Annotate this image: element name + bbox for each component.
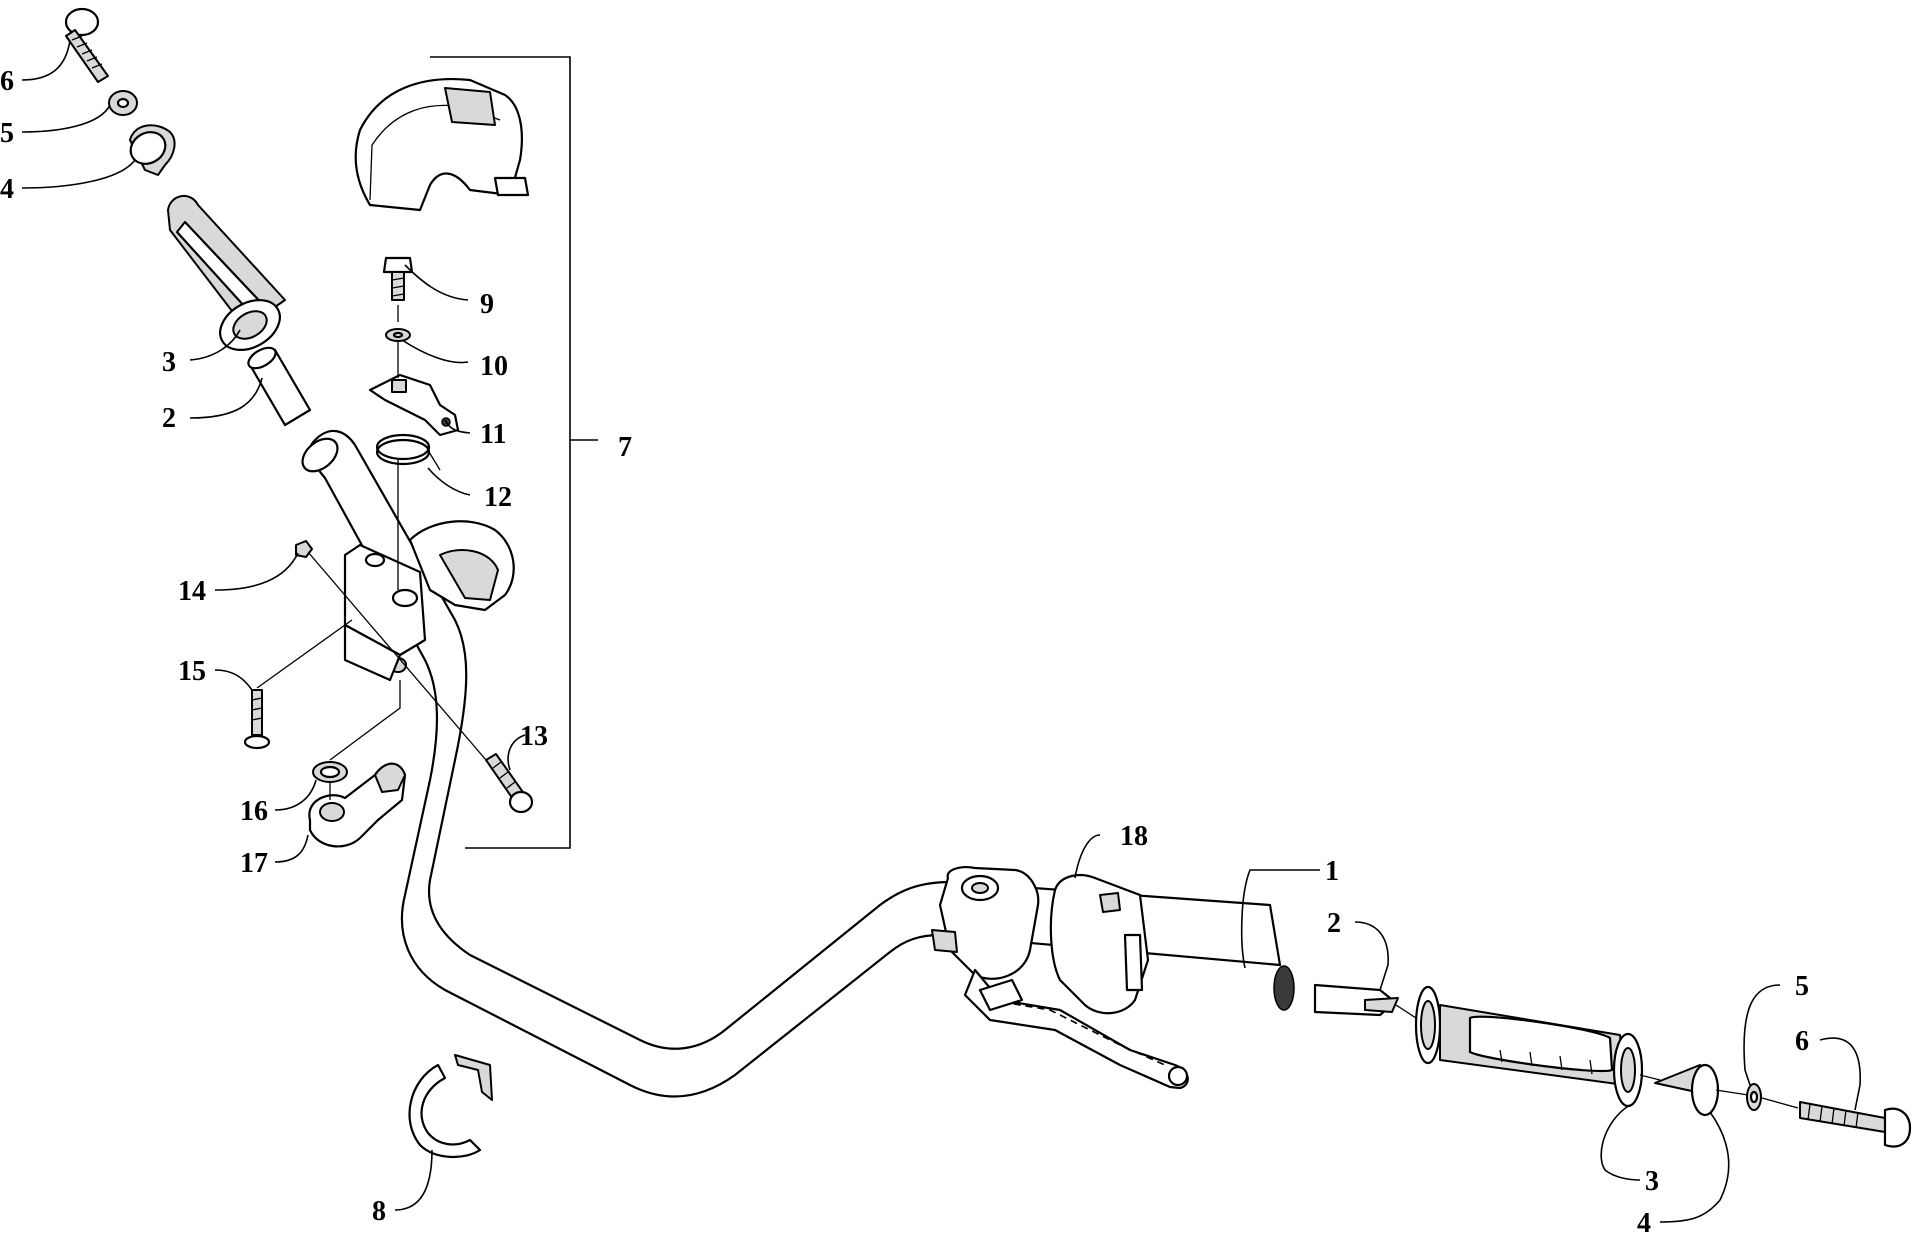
bolt-9 (382, 256, 414, 301)
grip-3-left (167, 195, 286, 351)
throttle-tube-2-right (1313, 983, 1399, 1017)
screw-15 (243, 689, 271, 750)
throttle-lever-11 (368, 373, 460, 437)
spring-12 (375, 433, 441, 471)
grip-3-right (1414, 985, 1644, 1108)
callout-2-left: 2 (162, 403, 176, 434)
callout-5-left: 5 (0, 118, 14, 149)
callout-2-right: 2 (1327, 908, 1341, 939)
throttle-housing-cover (354, 78, 530, 212)
screw-6-right (1799, 1101, 1912, 1148)
callout-6-right: 6 (1795, 1026, 1809, 1057)
throttle-tube-2-left (247, 346, 312, 427)
callout-4-right: 4 (1637, 1208, 1651, 1239)
screw-13 (485, 753, 534, 814)
callout-1: 1 (1325, 856, 1339, 887)
end-cap-4-left (129, 124, 176, 176)
callout-4-left: 4 (0, 174, 14, 205)
end-cap-4-right (1654, 1063, 1720, 1117)
brake-master-cylinder-18 (931, 866, 1189, 1090)
callout-3-left: 3 (162, 347, 176, 378)
o-ring-16 (312, 761, 348, 783)
callout-6-left: 6 (0, 66, 14, 97)
washer-5-right (1746, 1083, 1762, 1111)
callout-11: 11 (480, 419, 506, 450)
callout-10: 10 (480, 351, 508, 382)
callout-12: 12 (484, 482, 512, 513)
callout-15: 15 (178, 656, 206, 687)
callout-16: 16 (240, 796, 268, 827)
callout-labels: 6 5 4 3 2 9 10 11 12 7 14 15 13 16 17 8 … (0, 66, 1809, 1239)
callout-7: 7 (618, 432, 632, 463)
callout-8: 8 (372, 1196, 386, 1227)
screw-6-left (64, 7, 109, 83)
switch-17 (308, 762, 407, 848)
callout-3-right: 3 (1645, 1166, 1659, 1197)
callout-14: 14 (178, 576, 206, 607)
washer-5-left (108, 90, 138, 116)
leader-lines (21, 39, 1861, 1223)
clamp-strap-8 (408, 1054, 493, 1159)
callout-13: 13 (520, 721, 548, 752)
callout-5-right: 5 (1795, 971, 1809, 1002)
callout-18: 18 (1120, 821, 1148, 852)
callout-17: 17 (240, 848, 268, 879)
handlebar (301, 429, 1295, 1098)
callout-9: 9 (480, 289, 494, 320)
alignment-lines (256, 305, 1799, 1109)
throttle-housing (343, 520, 515, 682)
assembly-7-bracket (430, 56, 598, 849)
